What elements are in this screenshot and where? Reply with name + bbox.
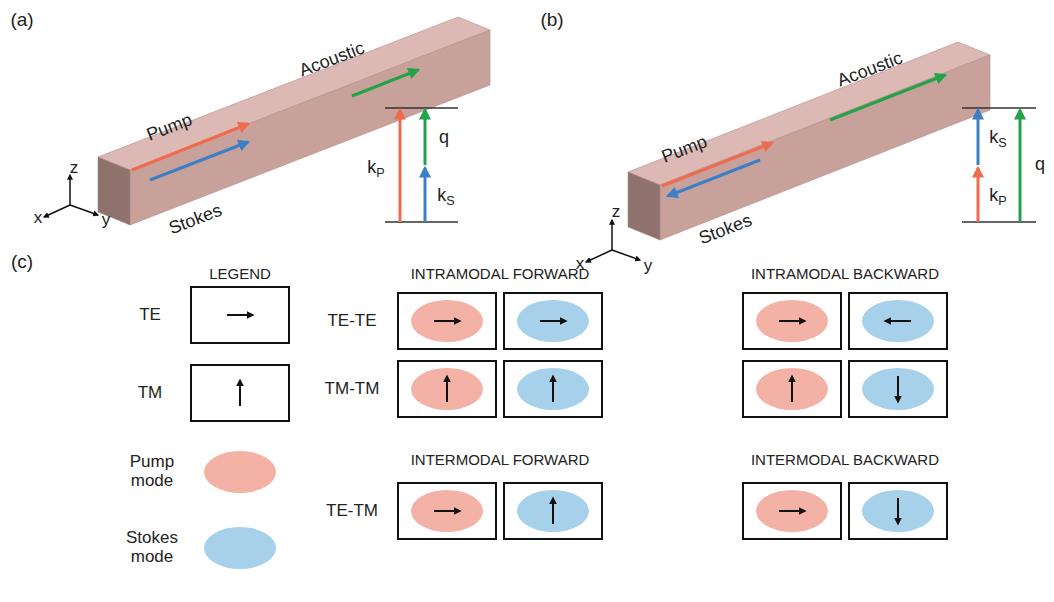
label: INTERMODAL FORWARD: [411, 452, 590, 469]
acoustic-arrow: [352, 70, 418, 96]
stokes-arrow: [150, 142, 248, 180]
mode-box: [398, 483, 496, 539]
energy-level: [385, 107, 458, 109]
label: z: [612, 203, 621, 222]
label: (c): [11, 252, 33, 273]
q-arrow: [1019, 110, 1022, 222]
label: x: [34, 209, 43, 228]
label: y: [102, 211, 111, 230]
energy-level: [962, 107, 1036, 109]
label: TE-TE: [327, 312, 376, 331]
waveguide: [628, 42, 990, 240]
legend-text: TE: [139, 306, 161, 325]
mode-box: [504, 483, 602, 539]
kp-arrow: [977, 168, 980, 222]
mode-box: [743, 293, 841, 349]
mode-box: [849, 361, 947, 417]
ks-arrow: [977, 110, 980, 165]
label: y: [644, 257, 653, 276]
mode-box: [504, 361, 602, 417]
mode-box: [398, 361, 496, 417]
legend-text: TM: [138, 384, 163, 403]
label: q: [439, 128, 449, 148]
waveguide: [98, 17, 490, 225]
energy-level: [385, 221, 458, 223]
label: INTERMODAL BACKWARD: [751, 452, 939, 469]
axis-arrow: [612, 250, 640, 260]
mode-box: [398, 293, 496, 349]
label: (a): [10, 10, 33, 31]
legend-text: Stokes mode: [124, 529, 180, 566]
label: z: [70, 159, 79, 178]
label: q: [1035, 155, 1045, 175]
mode-box: [849, 483, 947, 539]
label: kP: [367, 158, 384, 178]
label: kS: [989, 128, 1006, 148]
stokes-arrow: [668, 160, 760, 196]
kp-arrow: [399, 110, 402, 222]
mode-box: [191, 365, 289, 421]
mode-box: [743, 361, 841, 417]
axis-arrow: [586, 250, 612, 262]
label: INTRAMODAL BACKWARD: [751, 266, 939, 283]
ks-arrow: [424, 168, 427, 222]
label: TE-TM: [326, 502, 378, 521]
mode-box: [743, 483, 841, 539]
energy-level: [962, 221, 1036, 223]
mode-box: [191, 287, 289, 343]
label: INTRAMODAL FORWARD: [411, 266, 590, 283]
legend-swatch: [204, 527, 276, 569]
label: kS: [437, 186, 454, 206]
axis-arrow: [70, 205, 98, 215]
legend-text: Pump mode: [124, 453, 180, 490]
axis-arrow: [44, 205, 70, 217]
label: (b): [540, 10, 563, 31]
q-arrow: [424, 110, 427, 165]
mode-box: [504, 293, 602, 349]
label: LEGEND: [209, 266, 271, 283]
label: TM-TM: [325, 380, 380, 399]
label: kP: [989, 186, 1006, 206]
mode-box: [849, 293, 947, 349]
axis-arrow: [611, 220, 613, 250]
legend-swatch: [204, 451, 276, 493]
axis-arrow: [69, 175, 71, 205]
